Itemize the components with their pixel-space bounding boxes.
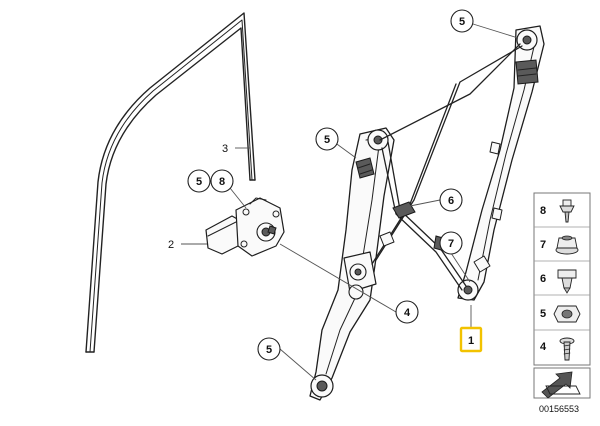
window-motor bbox=[205, 197, 285, 257]
callout-number: 4 bbox=[404, 307, 411, 319]
callout-8-motor: 8 bbox=[210, 169, 234, 193]
callout-number: 5 bbox=[324, 134, 330, 146]
window-guide-rail bbox=[85, 12, 256, 353]
callout-number: 1 bbox=[468, 335, 474, 347]
callout-number: 7 bbox=[448, 238, 454, 250]
front-regulator-rail bbox=[309, 127, 395, 401]
callout-5-bottom: 5 bbox=[257, 337, 281, 361]
callout-2: 2 bbox=[168, 239, 174, 251]
callout-number: 5 bbox=[266, 344, 272, 356]
callout-number: 8 bbox=[219, 176, 225, 188]
rear-regulator-rail bbox=[457, 25, 545, 301]
callout-3: 3 bbox=[222, 143, 228, 155]
callout-number: 2 bbox=[168, 239, 174, 251]
fastener-legend: 8 7 6 5 bbox=[533, 192, 591, 399]
clip-screw-icon bbox=[559, 199, 575, 223]
retaining-clip-icon bbox=[557, 269, 577, 294]
callout-number: 5 bbox=[196, 176, 202, 188]
legend-number: 4 bbox=[540, 341, 547, 353]
callout-6: 6 bbox=[439, 188, 463, 212]
flange-nut-icon bbox=[555, 235, 579, 255]
regulator-cables bbox=[371, 43, 523, 291]
legend-number: 5 bbox=[540, 308, 546, 320]
hex-nut-icon bbox=[553, 305, 581, 323]
legend-row-6: 6 bbox=[540, 269, 577, 294]
legend-number: 8 bbox=[540, 205, 546, 217]
legend-row-8: 8 bbox=[540, 199, 575, 223]
callout-5-top-right: 5 bbox=[450, 9, 474, 33]
callout-7: 7 bbox=[439, 231, 463, 255]
diagram-code: 00156553 bbox=[539, 404, 579, 414]
callout-5-motor: 5 bbox=[187, 169, 211, 193]
callout-number: 5 bbox=[459, 16, 465, 28]
callout-5-mid: 5 bbox=[315, 127, 339, 151]
legend-number: 7 bbox=[540, 239, 546, 251]
legend-row-4: 4 bbox=[540, 337, 575, 361]
callout-number: 6 bbox=[448, 195, 454, 207]
callout-4: 4 bbox=[395, 300, 419, 324]
callout-1-highlighted[interactable]: 1 bbox=[459, 326, 483, 353]
legend-row-7: 7 bbox=[540, 235, 579, 255]
screw-icon bbox=[559, 337, 575, 361]
legend-number: 6 bbox=[540, 273, 546, 285]
callout-number: 3 bbox=[222, 143, 228, 155]
assembly-arrow-icon bbox=[533, 367, 591, 399]
legend-row-5: 5 bbox=[540, 305, 581, 323]
